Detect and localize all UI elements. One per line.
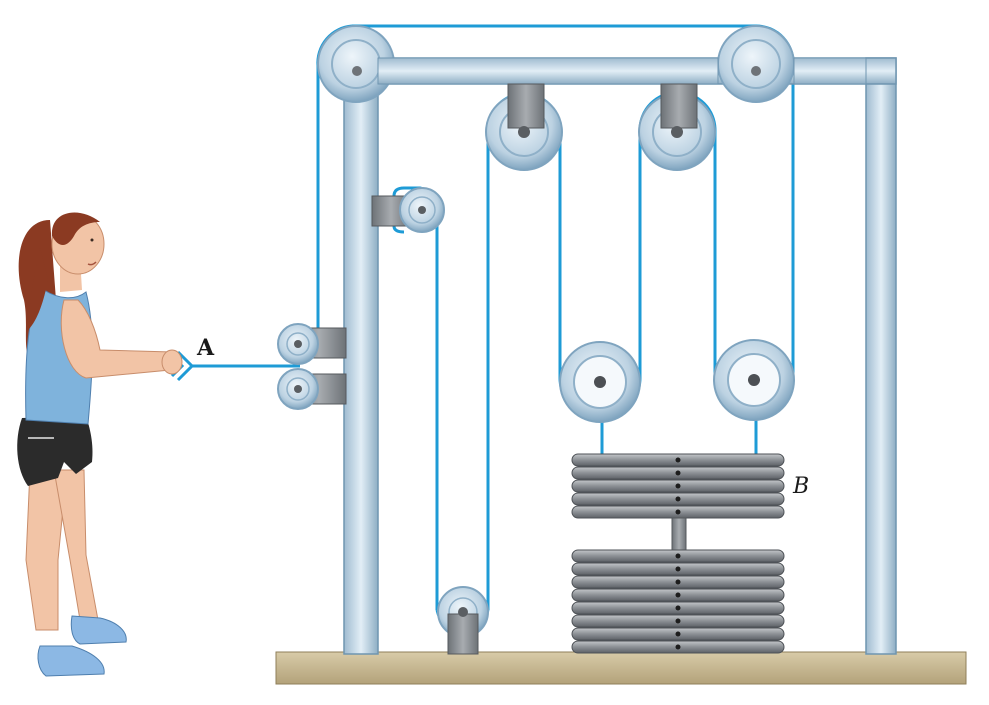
weight-stack-resting bbox=[571, 549, 785, 654]
pulley-icon bbox=[371, 187, 445, 233]
person-figure-icon bbox=[17, 212, 183, 677]
weight-block-b bbox=[571, 453, 785, 519]
pulley-icon bbox=[717, 25, 795, 103]
pulley-icon bbox=[277, 368, 347, 410]
pulley-icon bbox=[559, 341, 641, 423]
pulley-icon bbox=[437, 586, 489, 655]
pulley-icon bbox=[638, 83, 716, 171]
pulley-icon bbox=[713, 339, 795, 421]
weight-stack-icon bbox=[571, 453, 785, 654]
pulley-icon bbox=[485, 83, 563, 171]
pulley-icon bbox=[277, 323, 347, 365]
label-a: A bbox=[196, 335, 215, 361]
label-b: B bbox=[792, 474, 809, 499]
floor bbox=[275, 651, 967, 685]
